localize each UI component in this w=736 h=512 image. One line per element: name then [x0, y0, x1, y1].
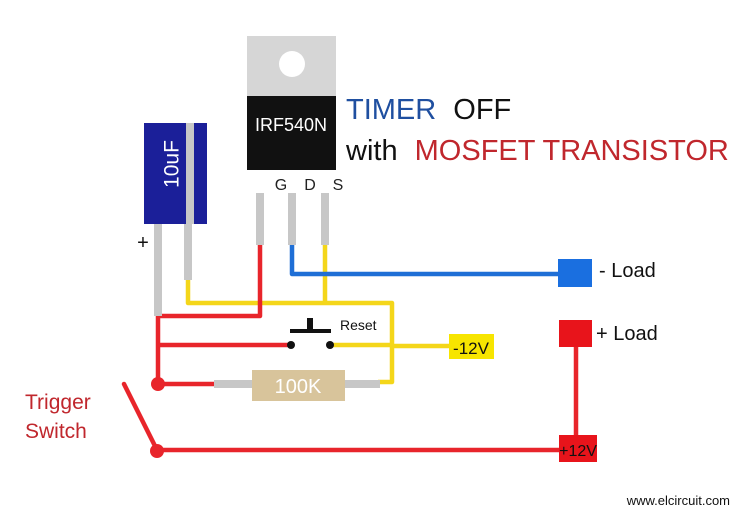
title-timer: TIMER — [346, 94, 436, 126]
resistor-lead-right — [343, 380, 380, 388]
resistor[interactable]: 100K — [214, 370, 380, 401]
terminal-load-neg[interactable]: - Load — [558, 259, 656, 287]
mosfet-pin-drain: D — [304, 177, 316, 194]
title-with: with — [345, 135, 398, 167]
trigger-contact-bottom — [150, 444, 164, 458]
diagram-title: TIMER OFF with MOSFET TRANSISTOR — [345, 94, 729, 167]
reset-button-cap — [307, 318, 313, 330]
mosfet-lead-source — [321, 193, 329, 245]
trigger-switch[interactable]: Trigger Switch — [25, 377, 165, 458]
capacitor-plus-sign: + — [137, 232, 149, 254]
terminal-neg-supply[interactable]: -12V — [449, 334, 494, 359]
trigger-switch-label-1: Trigger — [25, 391, 91, 414]
reset-button[interactable]: Reset — [287, 317, 377, 349]
capacitor-body — [144, 123, 207, 224]
load-pos-box — [559, 320, 592, 347]
mosfet-label: IRF540N — [255, 115, 327, 135]
neg-supply-label: -12V — [453, 339, 490, 358]
wire-yellow-top — [185, 280, 395, 385]
mosfet-lead-gate — [256, 193, 264, 245]
footer-website: www.elcircuit.com — [626, 493, 730, 508]
mosfet-body — [247, 96, 336, 170]
capacitor-lead-minus — [184, 222, 192, 280]
wire-red-switch-arm — [121, 381, 160, 453]
reset-contact-right — [326, 341, 334, 349]
mosfet[interactable]: IRF540N G D S — [247, 36, 343, 245]
trigger-contact-top — [151, 377, 165, 391]
terminal-pos-supply[interactable]: +12V — [559, 435, 597, 462]
neg-supply-box — [449, 334, 494, 359]
resistor-body — [252, 370, 345, 401]
load-neg-box — [558, 259, 592, 287]
mosfet-mounting-hole — [279, 51, 305, 77]
resistor-label: 100K — [275, 376, 322, 398]
terminal-load-pos[interactable]: + Load — [559, 320, 658, 347]
load-neg-label: - Load — [599, 260, 656, 282]
wire-red-main — [155, 245, 263, 384]
mosfet-pin-gate: G — [275, 177, 287, 194]
capacitor-stripe — [186, 123, 194, 224]
title-line-1: TIMER OFF — [346, 94, 511, 126]
capacitor[interactable]: 10uF + — [137, 123, 207, 316]
title-mosfet-transistor: MOSFET TRANSISTOR — [415, 135, 729, 167]
wire-yellow-reset — [331, 342, 450, 349]
title-off: OFF — [453, 94, 511, 126]
load-pos-label: + Load — [596, 323, 658, 345]
wire-blue-drain — [289, 245, 560, 277]
capacitor-label: 10uF — [161, 140, 184, 188]
reset-button-bar — [290, 329, 331, 333]
resistor-lead-left — [214, 380, 254, 388]
reset-contact-left — [287, 341, 295, 349]
reset-button-label: Reset — [340, 317, 377, 333]
mosfet-lead-drain — [288, 193, 296, 245]
pos-supply-box — [559, 435, 597, 462]
title-line-2: with MOSFET TRANSISTOR — [345, 135, 729, 167]
capacitor-lead-plus — [154, 222, 162, 316]
trigger-switch-label-2: Switch — [25, 420, 87, 443]
mosfet-pin-source: S — [333, 177, 344, 194]
pos-supply-label: +12V — [559, 443, 597, 460]
